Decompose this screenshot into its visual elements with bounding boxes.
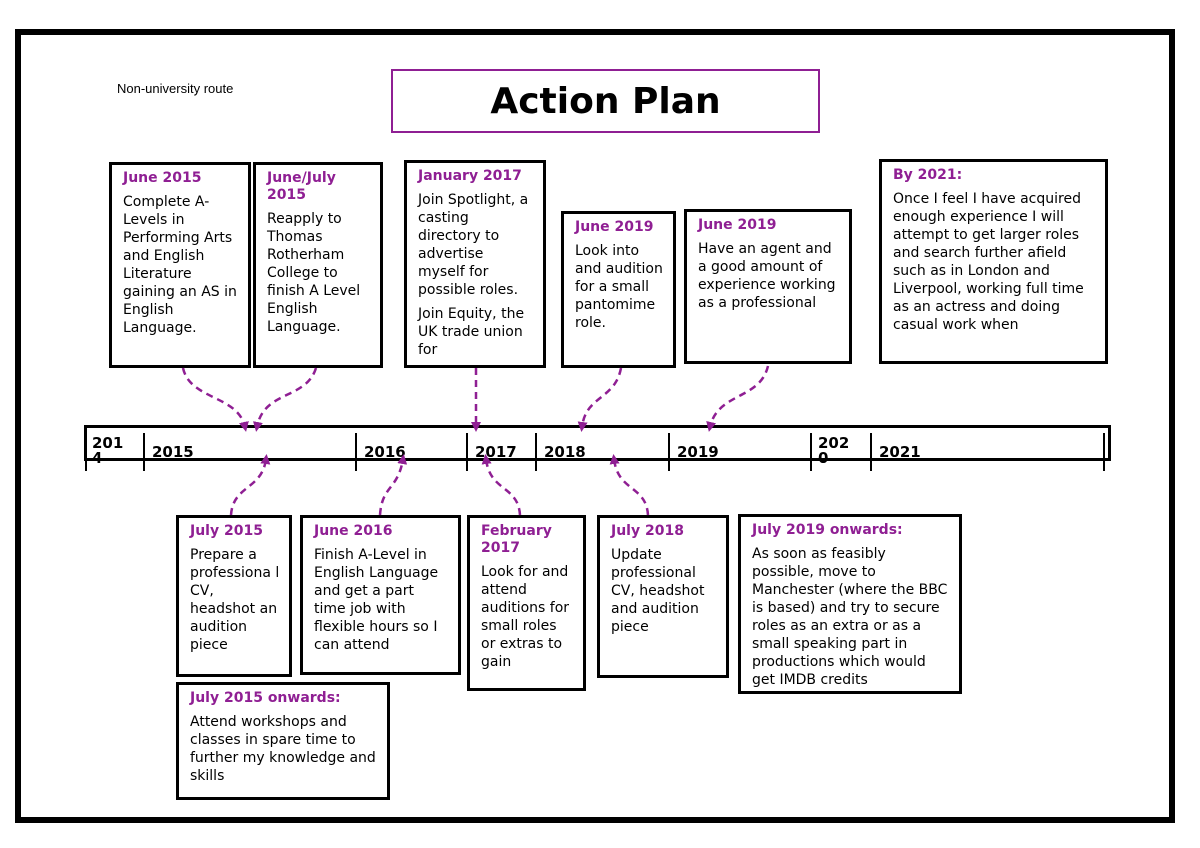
event-date: June 2019 xyxy=(698,217,777,233)
event-box-june-2019-agent: June 2019 Have an agent and a good amoun… xyxy=(684,209,852,364)
event-text: As soon as feasibly possible, move to Ma… xyxy=(752,546,948,688)
arrow-june-2016 xyxy=(378,454,408,516)
arrow-june-2015 xyxy=(181,367,249,432)
event-date: By 2021: xyxy=(893,167,963,183)
event-text: Complete A-Levels in Performing Arts and… xyxy=(123,194,237,336)
event-date: July 2015 xyxy=(190,523,263,539)
event-text: Attend workshops and classes in spare ti… xyxy=(190,714,376,784)
event-box-june-july-2015: June/July 2015 Reapply to Thomas Rotherh… xyxy=(253,162,383,368)
timeline-tick xyxy=(355,433,357,471)
event-text: Finish A-Level in English Language and g… xyxy=(314,547,439,653)
event-text: Have an agent and a good amount of exper… xyxy=(698,241,836,311)
event-text: Once I feel I have acquired enough exper… xyxy=(893,191,1084,333)
arrow-june-2019-pantomime xyxy=(577,367,623,432)
year-label: 2015 xyxy=(152,443,194,461)
event-box-july-2018: July 2018 Update professional CV, headsh… xyxy=(597,515,729,678)
event-text: Look for and attend auditions for small … xyxy=(481,564,570,670)
event-date: February 2017 xyxy=(481,523,552,556)
event-date: June 2016 xyxy=(314,523,393,539)
page-title: Action Plan xyxy=(490,80,721,122)
event-date: January 2017 xyxy=(418,168,522,184)
arrow-february-2017 xyxy=(481,454,522,516)
year-label: 2021 xyxy=(879,443,921,461)
event-text: Join Spotlight, a casting directory to a… xyxy=(418,192,529,298)
arrow-june-2019-agent xyxy=(706,365,770,432)
timeline-tick xyxy=(870,433,872,471)
year-label: 202 0 xyxy=(818,434,850,467)
arrow-july-2015 xyxy=(229,454,271,516)
route-label: Non-university route xyxy=(117,81,234,96)
event-date: June 2015 xyxy=(123,170,202,186)
timeline-tick xyxy=(535,433,537,471)
event-text: Join Equity, the UK trade union for xyxy=(418,306,525,358)
event-box-february-2017: February 2017 Look for and attend auditi… xyxy=(467,515,586,691)
year-label: 201 4 xyxy=(92,434,124,467)
event-box-by-2021: By 2021: Once I feel I have acquired eno… xyxy=(879,159,1108,364)
timeline-tick xyxy=(668,433,670,471)
year-label: 2016 xyxy=(364,443,406,461)
timeline-tick xyxy=(466,433,468,471)
event-box-july-2015-onwards: July 2015 onwards: Attend workshops and … xyxy=(176,682,390,800)
event-text: Prepare a professiona l CV, headshot an … xyxy=(190,547,280,653)
event-date: July 2015 onwards: xyxy=(190,690,341,706)
event-date: June 2019 xyxy=(575,219,654,235)
timeline-tick xyxy=(1103,433,1105,471)
event-date: June/July 2015 xyxy=(267,170,336,203)
event-box-june-2016: June 2016 Finish A-Level in English Lang… xyxy=(300,515,461,675)
event-date: July 2019 onwards: xyxy=(752,522,903,538)
timeline-tick xyxy=(810,433,812,471)
year-label: 2019 xyxy=(677,443,719,461)
page-frame xyxy=(15,29,1175,823)
timeline-tick xyxy=(143,433,145,471)
arrow-july-2018 xyxy=(609,454,650,516)
title-box: Action Plan xyxy=(391,69,820,133)
event-box-july-2015: July 2015 Prepare a professiona l CV, he… xyxy=(176,515,292,677)
event-box-july-2019-onwards: July 2019 onwards: As soon as feasibly p… xyxy=(738,514,962,694)
event-text: Update professional CV, headshot and aud… xyxy=(611,547,705,635)
event-text: Look into and audition for a small panto… xyxy=(575,243,663,331)
event-box-june-2019-pantomime: June 2019 Look into and audition for a s… xyxy=(561,211,676,368)
timeline-tick xyxy=(85,433,87,471)
arrow-june-july-2015 xyxy=(253,367,318,432)
event-date: July 2018 xyxy=(611,523,684,539)
event-text: Reapply to Thomas Rotherham College to f… xyxy=(267,211,361,335)
year-label: 2018 xyxy=(544,443,586,461)
event-box-june-2015: June 2015 Complete A-Levels in Performin… xyxy=(109,162,251,368)
event-box-january-2017: January 2017 Join Spotlight, a casting d… xyxy=(404,160,546,368)
